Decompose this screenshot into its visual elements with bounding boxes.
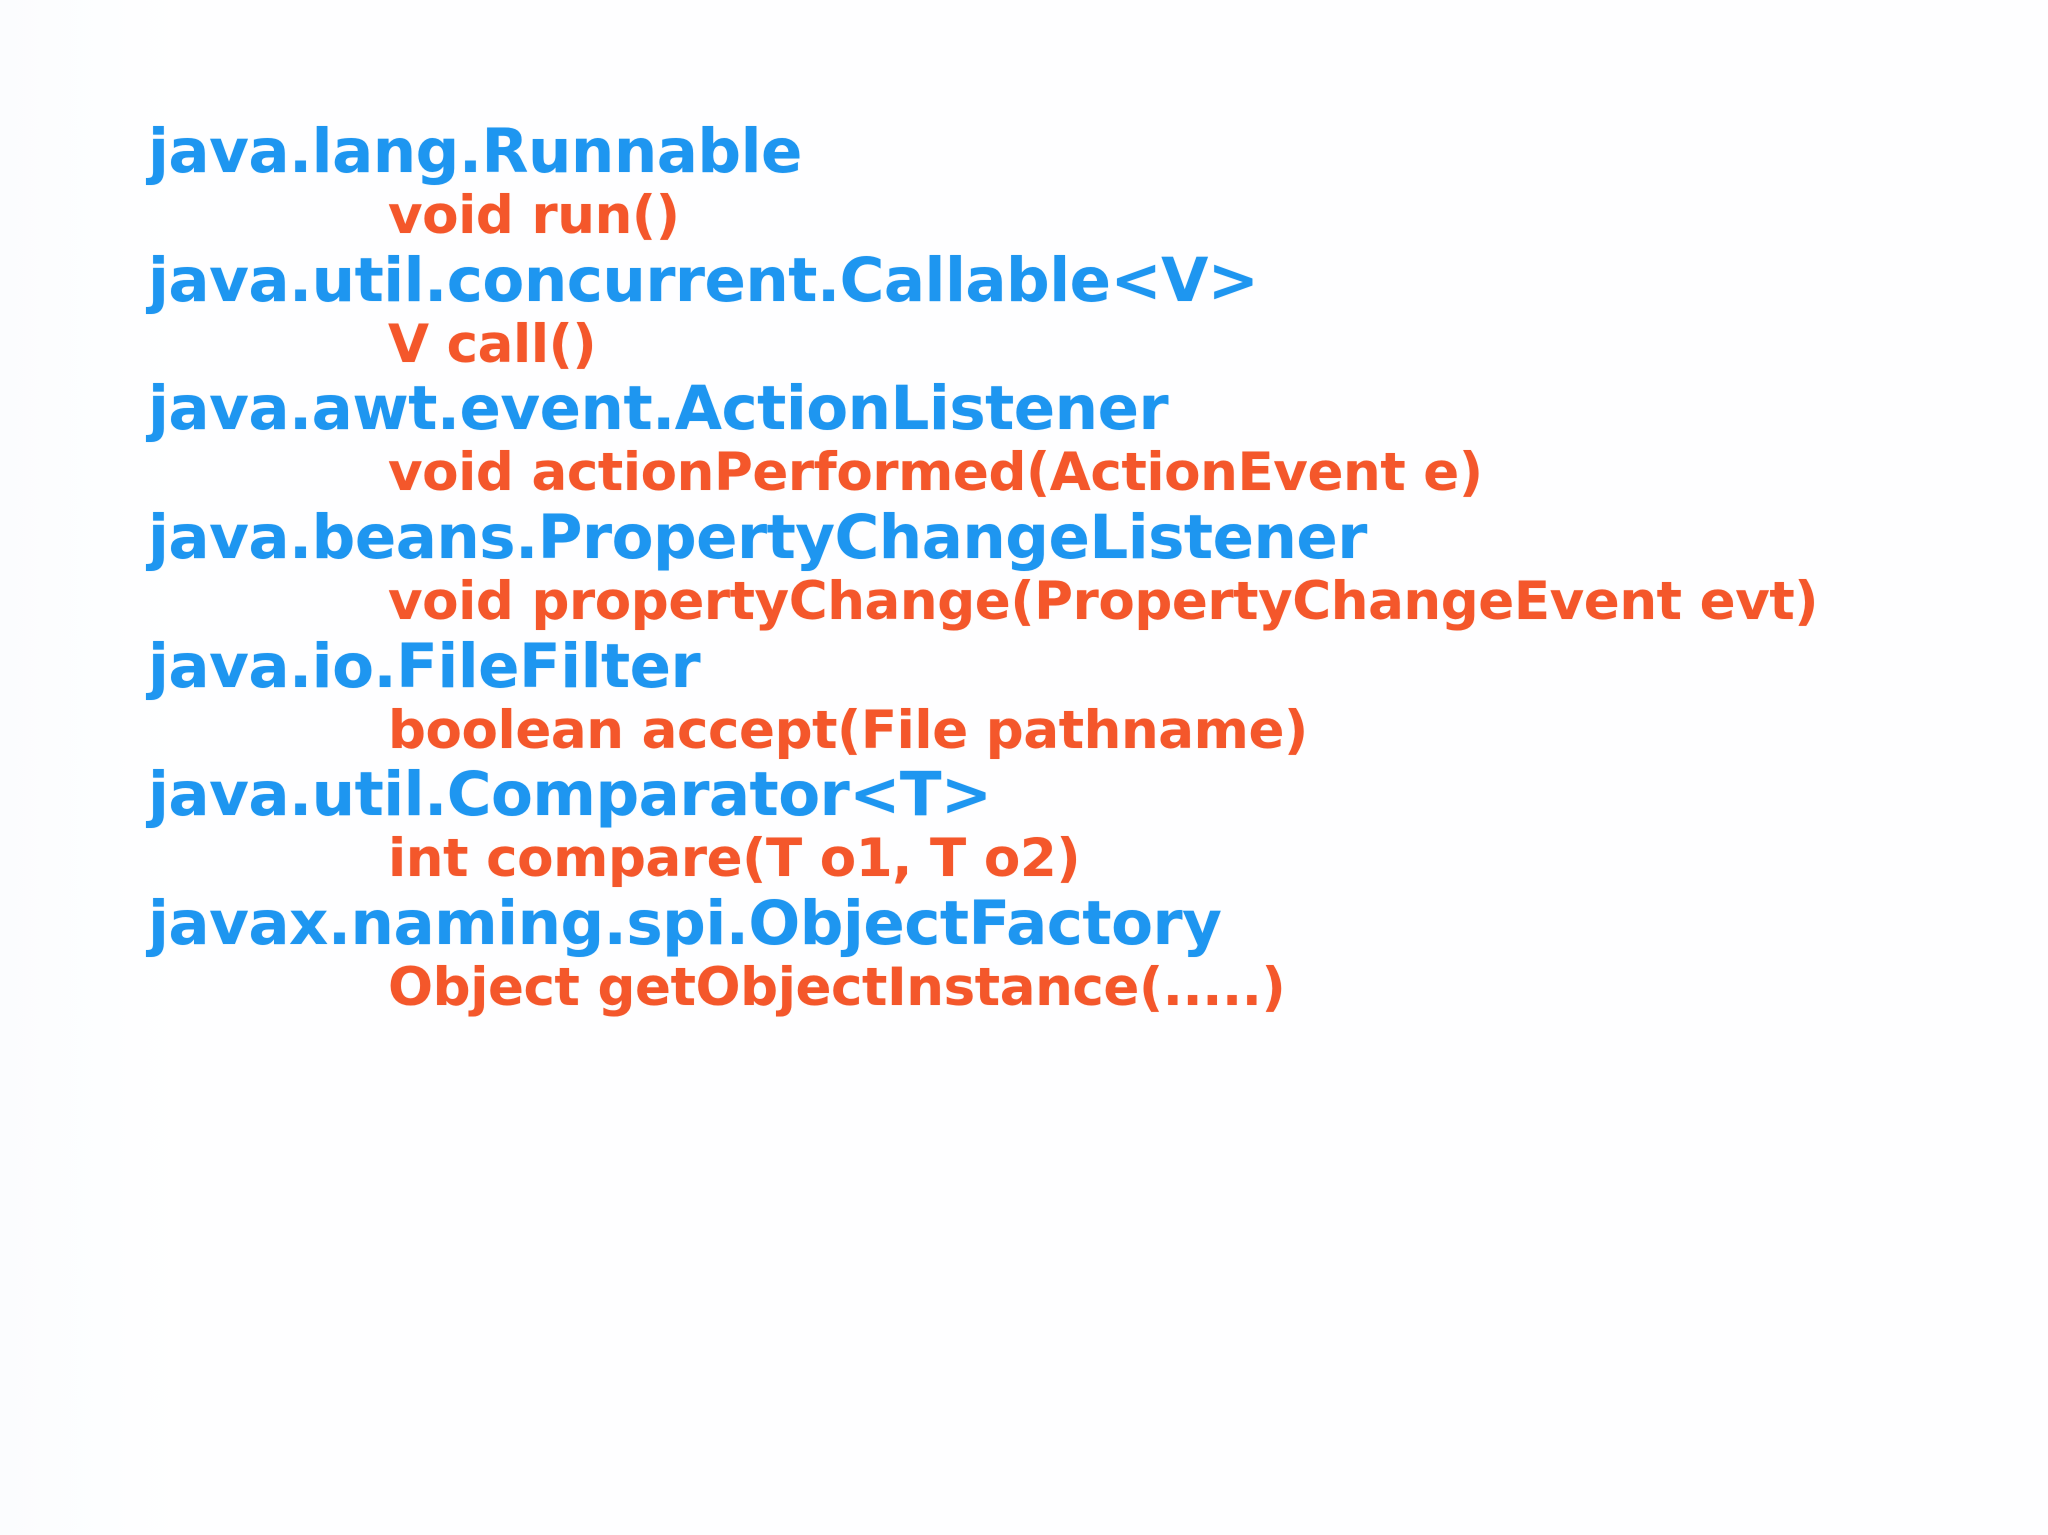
interface-name-callable: java.util.concurrent.Callable<V>	[148, 244, 1259, 316]
list-item: java.io.FileFilter boolean accept(File p…	[148, 630, 2028, 762]
method-signature-actionperformed: void actionPerformed(ActionEvent e)	[388, 442, 1483, 504]
method-signature-call: V call()	[388, 313, 597, 375]
method-signature-accept: boolean accept(File pathname)	[388, 699, 1308, 761]
list-item: java.util.concurrent.Callable<V> V call(…	[148, 244, 2028, 376]
method-signature-run: void run()	[388, 185, 680, 246]
interface-name-comparator: java.util.Comparator<T>	[148, 759, 992, 831]
interface-name-filefilter: java.io.FileFilter	[148, 630, 701, 702]
interface-name-objectfactory: javax.naming.spi.ObjectFactory	[148, 888, 1222, 960]
list-item: java.lang.Runnable void run()	[148, 116, 2028, 247]
interface-name-actionlistener: java.awt.event.ActionListener	[148, 373, 1169, 445]
list-item: javax.naming.spi.ObjectFactory Object ge…	[148, 890, 2028, 1019]
interface-list: java.lang.Runnable void run() java.util.…	[148, 116, 2028, 1019]
list-item: java.awt.event.ActionListener void actio…	[148, 375, 2028, 504]
method-signature-getobjectinstance: Object getObjectInstance(.....)	[388, 957, 1286, 1019]
method-signature-compare: int compare(T o1, T o2)	[388, 828, 1081, 890]
list-item: java.util.Comparator<T> int compare(T o1…	[148, 761, 2028, 890]
interface-name-propertychangelistener: java.beans.PropertyChangeListener	[148, 502, 1367, 574]
interface-name-runnable: java.lang.Runnable	[148, 116, 802, 187]
list-item: java.beans.PropertyChangeListener void p…	[148, 504, 2028, 633]
method-signature-propertychange: void propertyChange(PropertyChangeEvent …	[388, 571, 1819, 633]
